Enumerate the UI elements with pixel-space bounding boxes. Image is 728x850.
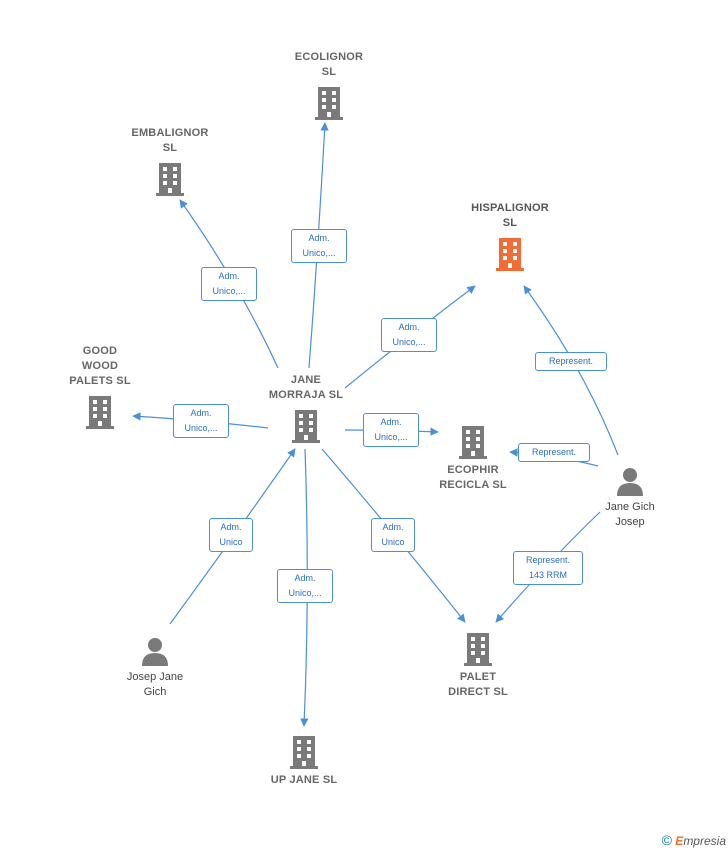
edge-label-gich-to-hispalignor[interactable]: Represent.	[535, 352, 607, 371]
edge-label-josep-to-morraja[interactable]: Adm. Unico	[209, 518, 253, 552]
node-label: PALET DIRECT SL	[448, 671, 508, 698]
building-icon	[496, 238, 524, 271]
building-icon	[464, 633, 492, 666]
node-goodwood[interactable]: GOOD WOOD PALETS SL	[50, 344, 150, 430]
person-icon	[617, 468, 643, 496]
node-ecolignor[interactable]: ECOLIGNOR SL	[279, 50, 379, 121]
node-josep-jane[interactable]: Josep Jane Gich	[113, 636, 197, 700]
edge-label-gich-to-ecophir[interactable]: Represent.	[518, 443, 590, 462]
node-label: ECOLIGNOR SL	[294, 51, 364, 78]
node-hispalignor[interactable]: HISPALIGNOR SL	[458, 201, 562, 272]
edge-label-to-ecolignor[interactable]: Adm. Unico,...	[291, 229, 347, 263]
copyright-symbol: ©	[661, 832, 672, 848]
edge-label-to-upjane[interactable]: Adm. Unico,...	[277, 569, 333, 603]
node-label: GOOD WOOD PALETS SL	[69, 345, 131, 387]
brand-initial: E	[675, 834, 684, 848]
node-label: ECOPHIR RECICLA SL	[439, 464, 507, 491]
person-label: Josep Jane Gich	[126, 671, 184, 698]
building-icon	[156, 163, 184, 196]
node-jane-morraja[interactable]: JANE MORRAJA SL	[256, 373, 356, 444]
edge-label-to-palet[interactable]: Adm. Unico	[371, 518, 415, 552]
building-icon	[290, 736, 318, 769]
brand-name: mpresia	[683, 834, 726, 848]
node-label: EMBALIGNOR SL	[131, 127, 209, 154]
person-label: Jane Gich Josep	[605, 501, 655, 528]
person-icon	[142, 638, 168, 666]
edge-label-to-ecophir[interactable]: Adm. Unico,...	[363, 413, 419, 447]
node-ecophir[interactable]: ECOPHIR RECICLA SL	[423, 424, 523, 493]
edge-label-to-hispalignor[interactable]: Adm. Unico,...	[381, 318, 437, 352]
node-label: JANE MORRAJA SL	[268, 374, 344, 401]
building-icon	[292, 410, 320, 443]
building-icon	[86, 396, 114, 429]
edge-label-to-goodwood[interactable]: Adm. Unico,...	[173, 404, 229, 438]
building-icon	[459, 426, 487, 459]
node-label: UP JANE SL	[270, 774, 338, 786]
edge-label-gich-to-palet[interactable]: Represent. 143 RRM	[513, 551, 583, 585]
node-up-jane[interactable]: UP JANE SL	[254, 734, 354, 788]
node-embalignor[interactable]: EMBALIGNOR SL	[120, 126, 220, 197]
node-palet-direct[interactable]: PALET DIRECT SL	[428, 631, 528, 700]
edge-label-to-embalignor[interactable]: Adm. Unico,...	[201, 267, 257, 301]
node-jane-gich[interactable]: Jane Gich Josep	[588, 466, 672, 530]
building-icon	[315, 87, 343, 120]
node-label: HISPALIGNOR SL	[471, 202, 549, 229]
brand-logo: © Empresia	[662, 832, 726, 848]
